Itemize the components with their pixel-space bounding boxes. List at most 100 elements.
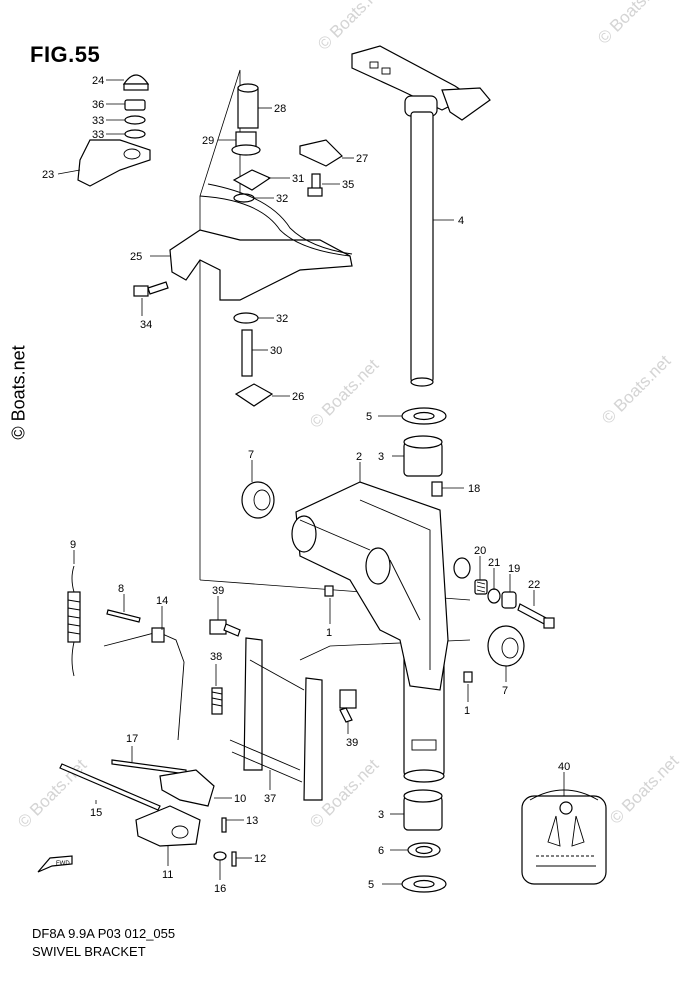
callout: 24	[92, 75, 104, 87]
clip-part[interactable]	[299, 139, 343, 167]
lever-part[interactable]	[77, 139, 151, 187]
cap-part[interactable]	[487, 625, 525, 667]
callout: 3	[378, 809, 384, 821]
grease-nipple-part[interactable]	[324, 585, 473, 683]
washer-part[interactable]	[213, 851, 227, 861]
callout: 32	[276, 193, 288, 205]
callout: 5	[368, 879, 374, 891]
callout: 31	[292, 173, 304, 185]
callout: 28	[274, 103, 286, 115]
svg-text:FWD: FWD	[56, 861, 70, 867]
callout: 7	[502, 685, 508, 697]
pin-part[interactable]	[231, 851, 237, 867]
callout: 17	[126, 733, 138, 745]
callout: 20	[474, 545, 486, 557]
callout: 10	[234, 793, 246, 805]
callout: 8	[118, 583, 124, 595]
bolt-part[interactable]	[209, 619, 241, 637]
shaft-part[interactable]	[111, 759, 187, 775]
callout: 29	[202, 135, 214, 147]
callout: 4	[458, 215, 464, 227]
callout: 16	[214, 883, 226, 895]
knob-part[interactable]	[501, 591, 517, 609]
pin-part[interactable]	[106, 609, 141, 623]
warning-decal-icon	[521, 789, 607, 885]
pin-part[interactable]	[221, 817, 227, 833]
cap-part[interactable]	[241, 481, 275, 519]
plate-part[interactable]	[234, 383, 274, 407]
bolt-part[interactable]	[339, 689, 357, 723]
callout: 12	[254, 853, 266, 865]
collar-part[interactable]	[231, 131, 261, 156]
callout: 30	[270, 345, 282, 357]
callout: 23	[42, 169, 54, 181]
callout: 3	[378, 451, 384, 463]
callout: 11	[162, 869, 173, 881]
callout: 9	[70, 539, 76, 551]
washer-part[interactable]	[124, 115, 146, 125]
callout: 7	[248, 449, 254, 461]
callout: 25	[130, 251, 142, 263]
steering-bracket-part[interactable]	[351, 45, 491, 387]
bracket-part[interactable]	[169, 183, 353, 301]
callout: 37	[264, 793, 276, 805]
callout: 27	[356, 153, 368, 165]
washer-part[interactable]	[233, 312, 259, 324]
callout: 32	[276, 313, 288, 325]
callout: 33	[92, 129, 104, 141]
callout: 1	[326, 627, 332, 639]
callout: 5	[366, 411, 372, 423]
washer-part[interactable]	[407, 842, 441, 858]
callout: 33	[92, 115, 104, 127]
figure-title: FIG.55	[30, 42, 101, 67]
swivel-bracket-part[interactable]	[291, 481, 449, 691]
rod-part[interactable]	[103, 627, 185, 741]
bolt-part[interactable]	[307, 173, 323, 197]
bushing-part[interactable]	[403, 789, 443, 831]
washer-part[interactable]	[124, 129, 146, 139]
callout: 38	[210, 651, 222, 663]
callout: 18	[468, 483, 480, 495]
callout: 40	[558, 761, 570, 773]
nut-part[interactable]	[124, 99, 146, 111]
cap-part[interactable]	[122, 74, 150, 91]
fwd-arrow-icon: FWD	[37, 855, 73, 873]
washer-part[interactable]	[401, 875, 447, 893]
washer-part[interactable]	[487, 588, 501, 604]
lever-assembly-part[interactable]	[135, 769, 215, 847]
callout: 21	[488, 557, 500, 569]
spring-part[interactable]	[474, 579, 488, 595]
callout-labels: 24 36 33 33 23 28 29 27 31 35 32 25 34 3…	[42, 75, 570, 895]
shim-part[interactable]	[431, 481, 443, 497]
bolt-part[interactable]	[241, 329, 253, 377]
sleeve-part[interactable]	[453, 557, 471, 579]
plate-part[interactable]	[232, 169, 272, 191]
spring-part[interactable]	[67, 565, 81, 677]
callout: 26	[292, 391, 304, 403]
callout: 14	[156, 595, 168, 607]
shaft-part[interactable]	[59, 763, 161, 811]
tilt-frame-part[interactable]	[229, 637, 323, 801]
diagram-code: DF8A 9.9A P03 012_055	[32, 926, 176, 941]
diagram-name: SWIVEL BRACKET	[32, 944, 146, 959]
callout: 2	[356, 451, 362, 463]
callout: 19	[508, 563, 520, 575]
callout: 22	[528, 579, 540, 591]
callout: 39	[346, 737, 358, 749]
callout: 34	[140, 319, 152, 331]
callout: 15	[90, 807, 102, 819]
washer-part[interactable]	[233, 193, 255, 203]
washer-part[interactable]	[401, 407, 447, 425]
spring-part[interactable]	[211, 687, 223, 715]
callout: 13	[246, 815, 258, 827]
callout: 6	[378, 845, 384, 857]
callout: 1	[464, 705, 470, 717]
callout: 36	[92, 99, 104, 111]
bolt-part[interactable]	[133, 281, 169, 297]
bolt-part[interactable]	[517, 603, 555, 629]
callout: 39	[212, 585, 224, 597]
callout: 35	[342, 179, 354, 191]
bushing-part[interactable]	[403, 435, 443, 477]
sleeve-part[interactable]	[237, 83, 259, 129]
